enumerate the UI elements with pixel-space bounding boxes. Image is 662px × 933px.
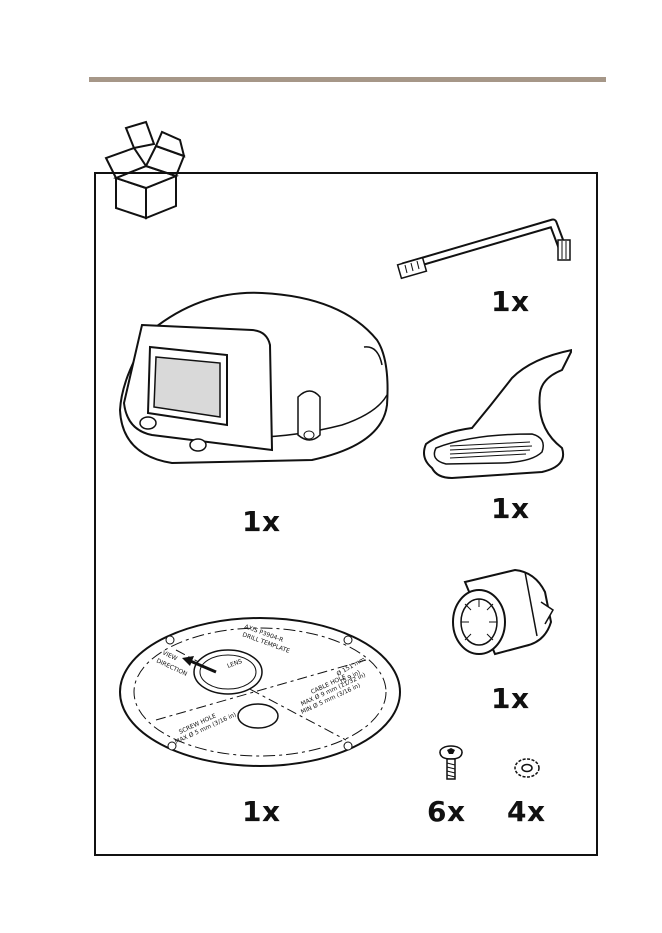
lock-washer-icon xyxy=(513,756,541,780)
washers-quantity: 4x xyxy=(507,798,546,826)
torx-key-quantity: 1x xyxy=(491,288,530,316)
torx-key-icon xyxy=(395,205,575,285)
camera-icon xyxy=(112,285,392,470)
lens-cleaner-tool-icon xyxy=(412,348,572,488)
screws-quantity: 6x xyxy=(427,798,466,826)
tool-quantity: 1x xyxy=(491,495,530,523)
template-quantity: 1x xyxy=(242,798,281,826)
cable-gasket-icon xyxy=(445,562,555,662)
screw-icon xyxy=(437,744,465,784)
gasket-quantity: 1x xyxy=(491,685,530,713)
drill-template-icon: AXIS P3904-R DRILL TEMPLATE VIEW DIRECTI… xyxy=(116,610,406,770)
section-rule xyxy=(89,77,606,82)
camera-quantity: 1x xyxy=(242,508,281,536)
